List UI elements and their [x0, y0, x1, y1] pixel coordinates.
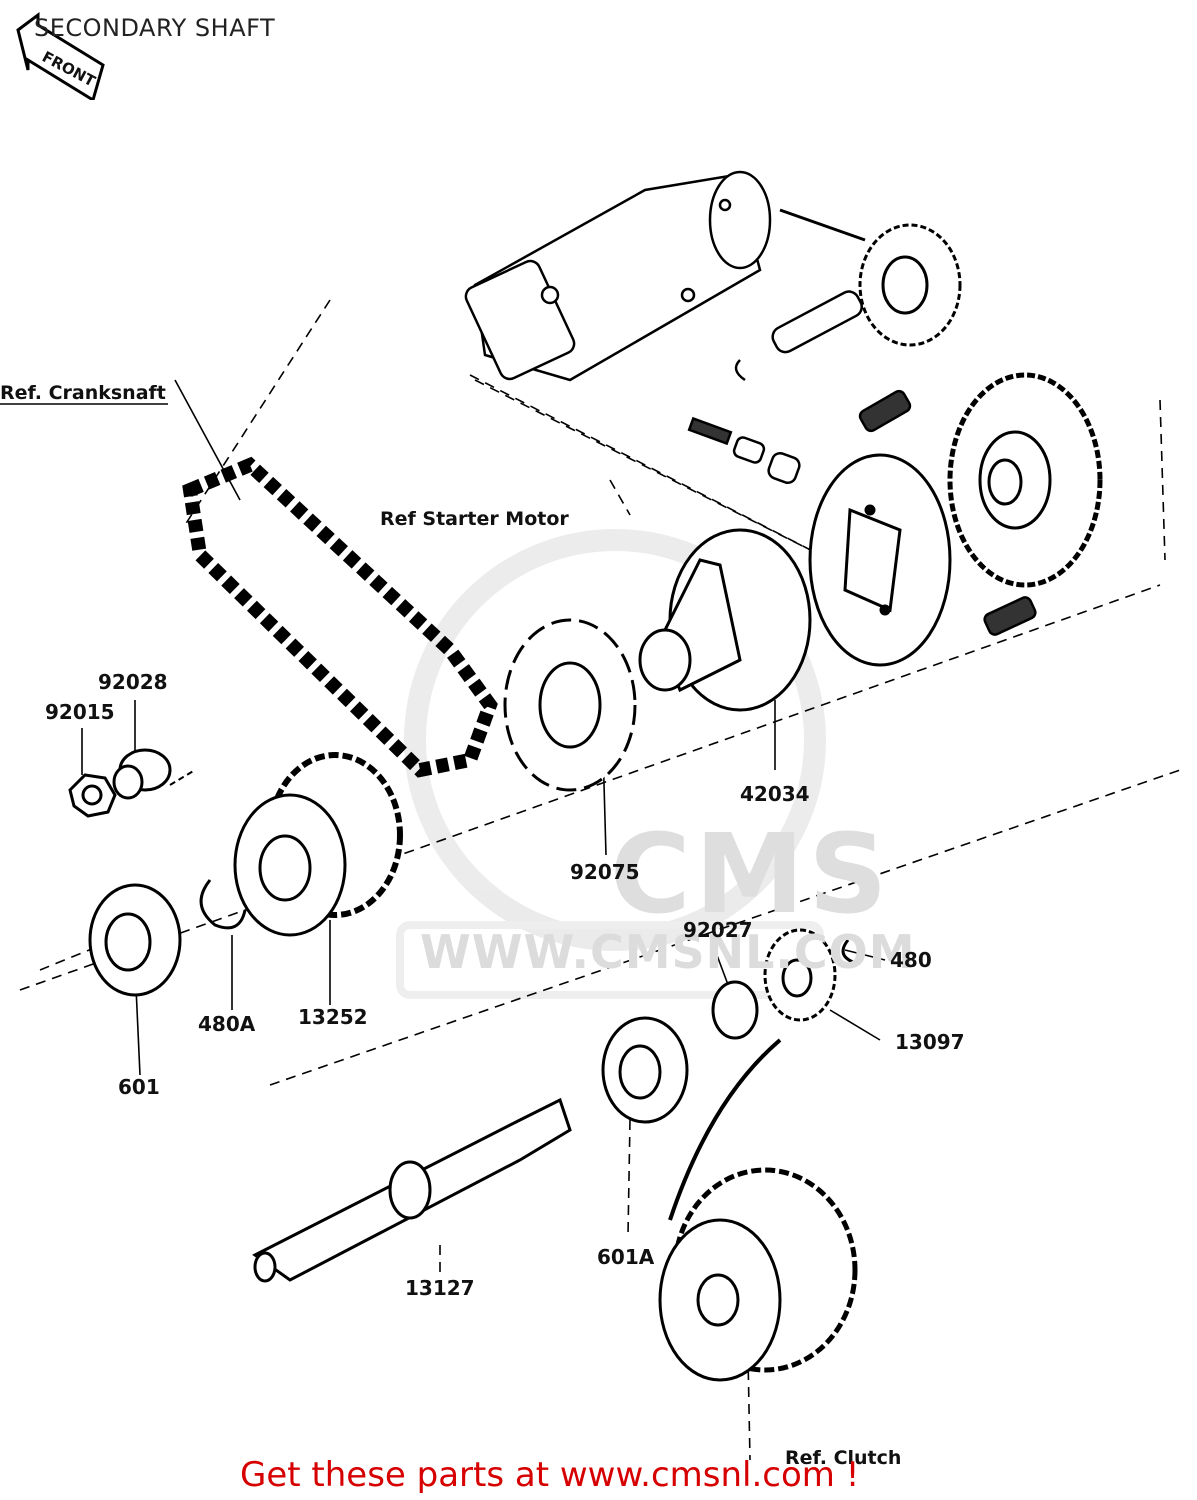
nut-and-collar — [68, 748, 196, 818]
part-number-13127[interactable]: 13127 — [405, 1276, 475, 1300]
part-number-13252[interactable]: 13252 — [298, 1005, 368, 1029]
large-sprocket — [947, 372, 1103, 588]
leader-lines — [0, 379, 886, 1076]
small-gear-group — [711, 928, 854, 1040]
part-number-480[interactable]: 480 — [890, 948, 932, 972]
part-number-601[interactable]: 601 — [118, 1075, 160, 1099]
chain — [182, 456, 498, 778]
part-number-13097[interactable]: 13097 — [895, 1030, 965, 1054]
footer-shop-link[interactable]: Get these parts at www.cmsnl.com ! — [240, 1455, 860, 1495]
page-title: SECONDARY SHAFT — [34, 14, 276, 42]
clutch-housing — [658, 1038, 858, 1382]
front-arrow-icon — [16, 12, 105, 100]
circlip-480a — [199, 879, 247, 930]
watermark-logo: CMS — [610, 810, 892, 938]
bearing-601 — [88, 883, 182, 997]
clutch-plate — [808, 453, 952, 667]
part-number-92027[interactable]: 92027 — [683, 918, 753, 942]
ref-clutch-label: Ref. Clutch — [785, 1447, 902, 1469]
gear-housing — [638, 528, 812, 712]
part-number-42034[interactable]: 42034 — [740, 782, 810, 806]
part-number-92015[interactable]: 92015 — [45, 700, 115, 724]
ref-crankshaft-label: Ref. Cranksnaft — [0, 382, 166, 404]
watermark-url: WWW.CMSNL.COM — [420, 925, 916, 979]
part-number-92028[interactable]: 92028 — [98, 670, 168, 694]
ref-starter-motor-label: Ref Starter Motor — [380, 508, 569, 530]
part-number-601a[interactable]: 601A — [597, 1245, 655, 1269]
small-pins — [687, 290, 1037, 636]
part-number-92075[interactable]: 92075 — [570, 860, 640, 884]
gear-13252 — [233, 752, 403, 937]
secondary-shaft — [252, 1097, 572, 1283]
bearing-601a — [601, 1016, 689, 1124]
starter-sprocket — [779, 208, 962, 347]
starter-motor — [464, 170, 831, 561]
damper-rubber — [503, 618, 637, 792]
part-number-480a[interactable]: 480A — [198, 1012, 256, 1036]
